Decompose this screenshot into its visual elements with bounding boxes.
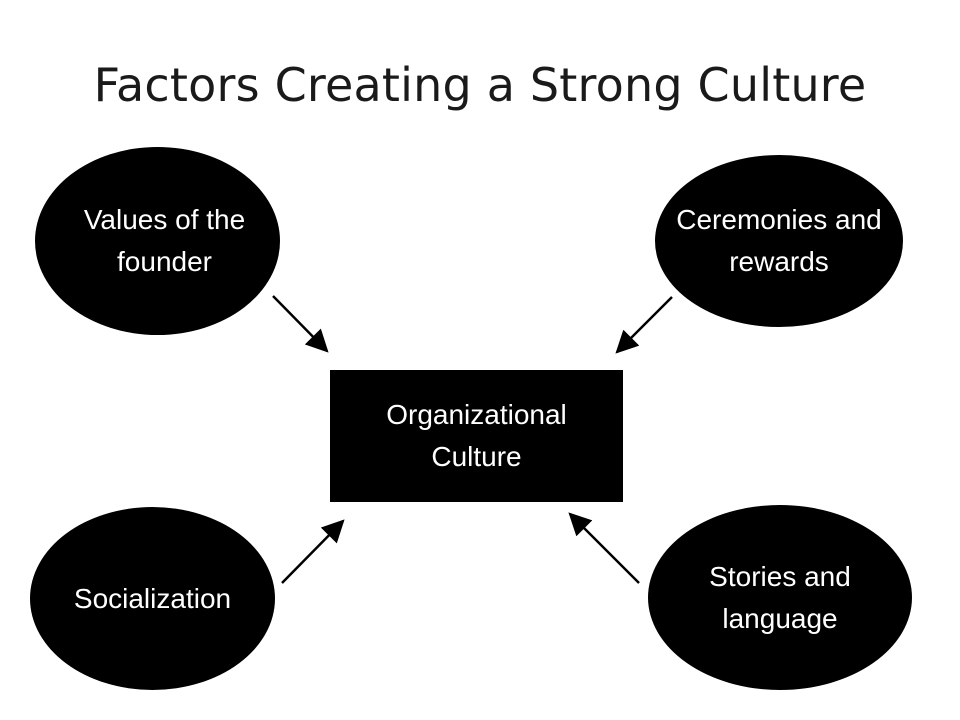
factor-label: Stories and language [709,560,851,634]
arrow-socialization-to-culture [281,519,345,584]
factor-values-of-founder: Values of the founder [35,147,280,335]
center-organizational-culture: Organizational Culture [330,370,623,502]
factor-label: Socialization [73,582,232,614]
arrow-values-to-culture [272,295,329,353]
factor-label: Ceremonies and rewards [676,204,882,277]
arrow-ceremonies-to-culture [615,296,673,354]
factor-ceremonies-and-rewards: Ceremonies and rewards [655,155,903,327]
slide-title: Factors Creating a Strong Culture [93,58,867,112]
arrow-stories-to-culture [568,512,640,584]
center-label: Organizational Culture [386,399,567,472]
factor-socialization: Socialization [30,507,275,690]
factor-label: Values of the founder [83,204,246,277]
factor-stories-and-language: Stories and language [648,505,912,690]
